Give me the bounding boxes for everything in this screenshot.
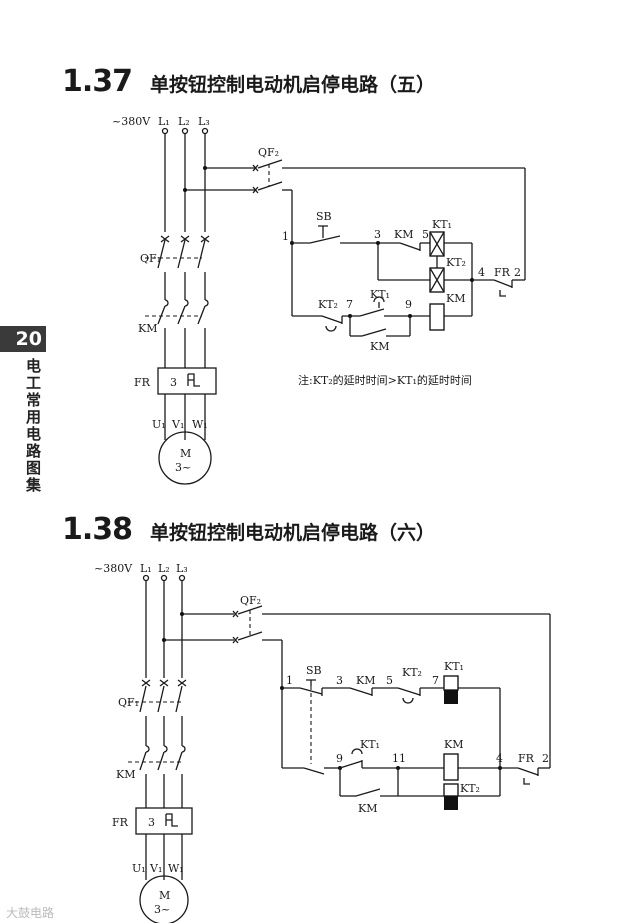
fr-label: FR [112,816,129,829]
node-1: 1 [282,230,289,243]
node-7: 7 [432,674,439,687]
kt1-contact-label: KT₁ [370,288,390,301]
node-3: 3 [374,228,381,241]
w1-label: W₁ [168,862,184,875]
qf1-label: QF₁ [140,252,161,265]
node-7: 7 [346,298,353,311]
node-5: 5 [422,228,429,241]
node-2: 2 [542,752,549,765]
book-title-vertical: 电工常用电路图集 [26,357,42,494]
v1-label: V₁ [149,862,162,875]
km-coil-label: KM [446,292,465,305]
u1-label: U₁ [152,418,166,431]
section-heading: 单按钮控制电动机启停电路（五） [150,74,436,96]
node-3: 3 [336,674,343,687]
motor-symbol [158,431,212,485]
km-coil-label: KM [444,738,463,751]
km-aux-label: KM [394,228,413,241]
fr-count: 3 [148,816,155,829]
motor-phase-label: 3~ [175,461,191,474]
l3-label: L₃ [176,562,188,575]
u1-label: U₁ [132,862,146,875]
voltage-label: ~380V [94,562,133,575]
kt2-coil-label: KT₂ [460,782,480,795]
section-number: 1.38 [62,512,133,547]
l1-label: L₁ [140,562,152,575]
motor-phase-label: 3~ [154,903,170,916]
l2-label: L₂ [158,562,170,575]
fr-count: 3 [170,376,177,389]
circuit-diagram-1-37: ~380V L₁ L₂ L₃ QF₂ QF₁ KM FR 3 U₁ V₁ [112,115,526,485]
kt2-contact-label: KT₂ [318,298,338,311]
kt1-contact-label: KT₁ [360,738,380,751]
node-9: 9 [336,752,343,765]
node-11: 11 [392,752,406,765]
fr-contact-label: FR [518,752,535,765]
fr-contact-label: FR [494,266,511,279]
sb-label: SB [306,664,322,677]
fr-label: FR [134,376,151,389]
km-main-label: KM [116,768,135,781]
qf1-label: QF₁ [118,696,139,709]
qf2-label: QF₂ [258,146,279,159]
node-2: 2 [514,266,521,279]
section-title-1-37: 1.37 单按钮控制电动机启停电路（五） [62,64,435,99]
section-title-1-38: 1.38 单按钮控制电动机启停电路（六） [62,512,435,547]
node-1: 1 [286,674,293,687]
sb-label: SB [316,210,332,223]
motor-symbol [139,875,189,923]
km-hold-label: KM [358,802,377,815]
kt1-coil-label: KT₁ [444,660,464,673]
w1-label: W₁ [192,418,208,431]
kt2-coil-label: KT₂ [446,256,466,269]
motor-label: M [159,889,170,902]
section-heading: 单按钮控制电动机启停电路（六） [150,522,436,544]
watermark: 大鼓电路 [6,906,55,920]
section-number: 1.37 [62,64,133,99]
node-4: 4 [496,752,503,765]
l1-label: L₁ [158,115,170,128]
km-main-label: KM [138,322,157,335]
l2-label: L₂ [178,115,190,128]
kt1-coil-label: KT₁ [432,218,452,231]
v1-label: V₁ [171,418,184,431]
qf2-label: QF₂ [240,594,261,607]
km-hold-label: KM [370,340,389,353]
node-9: 9 [405,298,412,311]
l3-label: L₃ [198,115,210,128]
circuit-diagram-1-38: ~380V L₁ L₂ L₃ QF₂ QF₁ KM FR 3 U₁ V₁ W₁ … [94,562,551,923]
km-nc-label: KM [356,674,375,687]
node-5: 5 [386,674,393,687]
delay-note: 注:KT₂的延时时间>KT₁的延时时间 [298,373,472,387]
motor-label: M [180,447,191,460]
page-number-tab: 20 [0,326,46,352]
node-4: 4 [478,266,485,279]
voltage-label: ~380V [112,115,151,128]
kt2-nc-label: KT₂ [402,666,422,679]
